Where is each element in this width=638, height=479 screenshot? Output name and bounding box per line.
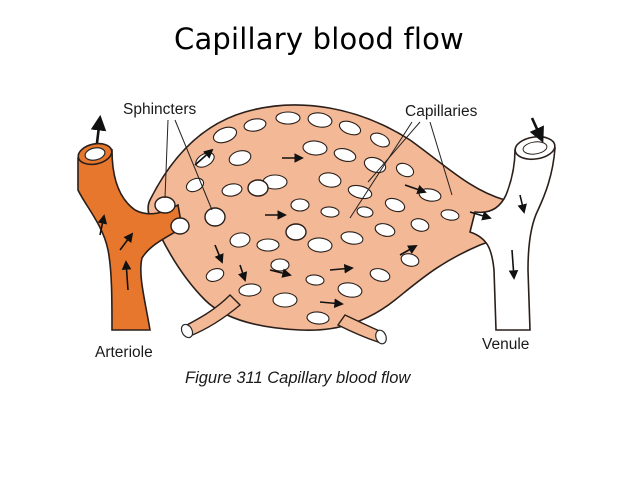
capillary-mesh-opening [374, 223, 396, 237]
capillary-mesh-opening [320, 206, 340, 218]
flow-arrow [329, 263, 354, 274]
capillary-mesh-opening [275, 111, 301, 125]
capillary-mesh-opening [440, 209, 460, 221]
leader-line-capillaries [367, 121, 421, 183]
label-capillaries: Capillaries [405, 103, 478, 120]
capillary-mesh-opening [318, 172, 342, 188]
capillary-mesh-opening [337, 282, 363, 298]
flow-arrows [90, 114, 544, 309]
flow-arrow [214, 244, 224, 264]
flow-arrow [90, 114, 107, 144]
sphincter-ring [154, 196, 176, 214]
capillary-mesh-opening [290, 198, 310, 212]
flow-arrow [121, 260, 132, 291]
leader-line-capillaries [349, 121, 413, 219]
capillary-mesh-opening [270, 258, 290, 272]
leader-line-capillaries [429, 121, 453, 196]
capillary-mesh-opening [338, 120, 362, 136]
flow-arrow [119, 232, 134, 251]
flow-arrow [399, 245, 418, 256]
capillary-mesh-opening [306, 311, 330, 325]
flow-arrow [404, 184, 427, 194]
capillary-mesh-opening [243, 118, 267, 132]
flow-arrow [469, 211, 492, 221]
capillary-mesh-opening [305, 274, 325, 286]
capillary-mesh-opening [400, 253, 420, 267]
capillary-mesh-opening [347, 184, 373, 200]
capillary-mesh-opening [256, 238, 280, 252]
leader-line-sphincters [164, 119, 169, 199]
label-sphincters: Sphincters [123, 101, 196, 118]
capillary-mesh-opening [333, 147, 357, 163]
flow-arrow [269, 268, 292, 278]
figure-caption: Figure 311 Capillary blood flow [185, 369, 411, 387]
label-arteriole: Arteriole [95, 344, 153, 361]
flow-arrow [517, 194, 527, 214]
sphincters [154, 179, 307, 241]
flow-arrow [508, 249, 519, 280]
leader-lines [164, 119, 453, 219]
sphincter-ring [204, 207, 226, 227]
capillary-mesh-opening [272, 292, 298, 308]
leader-line-sphincters [174, 119, 213, 211]
venule-vessel [469, 135, 556, 331]
capillary-stub-left-opening [180, 323, 194, 339]
capillary-mesh-opening [221, 183, 243, 197]
sphincter-ring [247, 179, 269, 197]
flow-arrow [529, 117, 544, 143]
capillary-stub-right-opening [375, 329, 387, 345]
capillary-mesh-opening [212, 126, 238, 144]
capillary-mesh-opening [307, 112, 333, 128]
capillary-mesh-opening [228, 150, 252, 166]
flow-arrow [194, 148, 214, 166]
capillary-mesh-opening [185, 177, 205, 193]
sphincter-ring [170, 217, 190, 235]
capillary-mesh-opening [205, 268, 225, 282]
label-venule: Venule [482, 336, 529, 353]
capillary-mesh-opening [363, 156, 387, 174]
flow-arrow [319, 298, 344, 309]
slide-title: Capillary blood flow [174, 22, 464, 56]
venule-body [469, 147, 556, 331]
capillary-mesh-opening [410, 218, 430, 232]
capillary-mesh-opening [384, 197, 406, 213]
arteriole-lumen [84, 147, 106, 161]
capillary-mesh-opening [395, 162, 415, 178]
capillary-mesh-opening [229, 232, 251, 248]
sphincter-ring [285, 223, 307, 241]
capillary-mesh-opening [369, 268, 391, 282]
capillary-bed [147, 104, 513, 345]
capillary-mesh-opening [356, 206, 374, 218]
flow-arrow [238, 264, 248, 282]
capillary-mesh-opening [370, 132, 390, 148]
capillary-mesh-opening [307, 237, 333, 253]
capillary-mesh-opening [238, 283, 262, 297]
capillary-mesh-opening [340, 231, 364, 245]
flow-arrow [97, 214, 108, 236]
capillary-mesh-opening [302, 140, 328, 156]
